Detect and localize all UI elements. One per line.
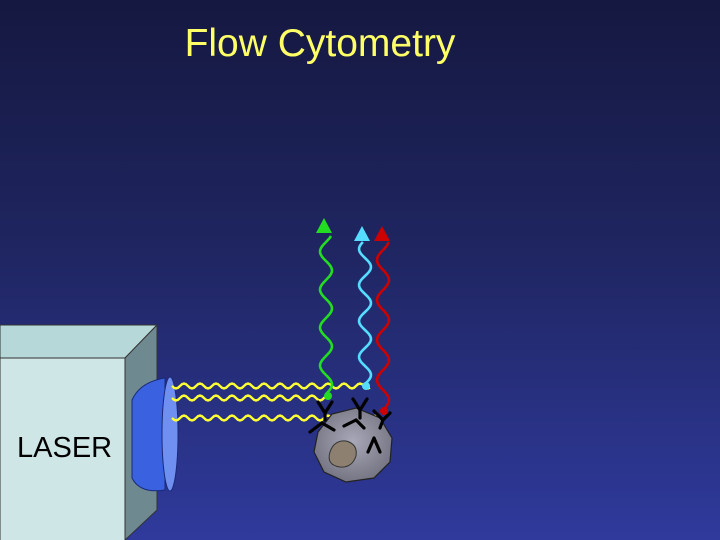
antibody-4 [308,421,336,434]
green-arrowhead [316,218,332,233]
cyan-emission [357,241,373,385]
antibody-2 [351,397,369,420]
laser-beam-2 [171,394,331,402]
antibody-3 [372,409,392,430]
antibody-6 [366,436,382,454]
lens-rim [161,376,179,492]
antibody-5 [342,418,366,430]
emission-arrowheads [316,218,390,241]
red-emission [375,241,391,411]
nucleus [328,440,357,468]
cyan-fluorochrome [362,382,370,390]
laser-box-front [0,357,126,540]
slide-title: Flow Cytometry [184,22,456,65]
red-fluorochrome [380,407,388,415]
red-arrowhead [374,226,390,241]
laser-beam-1 [171,382,371,390]
laser-label: LASER [17,432,112,464]
cyan-arrowhead [354,226,370,241]
cell [313,407,393,483]
laser-lens [131,376,179,492]
green-fluorochrome [324,392,332,400]
antibodies [308,397,392,454]
fluorochromes [324,382,388,415]
emission-signals [318,235,391,411]
lens-body [131,377,166,492]
green-emission [318,235,334,395]
antibody-1 [316,400,334,422]
